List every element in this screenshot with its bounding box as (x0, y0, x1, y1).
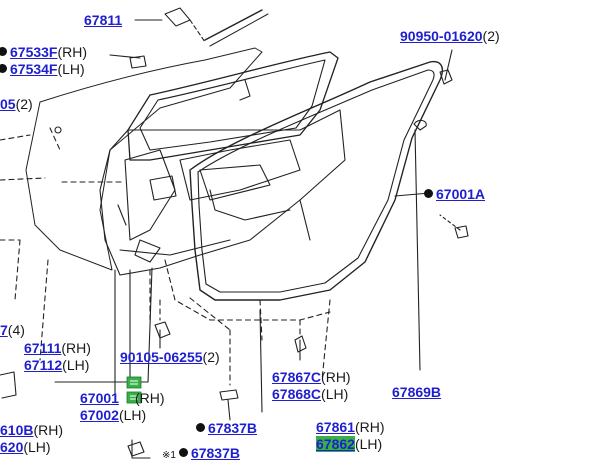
part-67811-shape (164, 7, 191, 27)
side-suffix: (LH) (57, 61, 85, 77)
part-67001a[interactable]: 67001A (424, 186, 485, 202)
inner-door-body (99, 109, 346, 276)
door-frame (127, 51, 339, 161)
bullet-icon (0, 64, 7, 73)
part-67112[interactable]: 67112(LH) (24, 357, 89, 373)
part-number[interactable]: 620 (0, 439, 24, 455)
quantity: (2) (15, 96, 33, 112)
part-620[interactable]: 620(LH) (0, 439, 51, 455)
part-number[interactable]: 67837B (190, 445, 240, 461)
part-7[interactable]: 7(4) (0, 322, 25, 338)
side-suffix: (RH) (321, 369, 351, 385)
side-suffix: (LH) (62, 357, 90, 373)
part-number[interactable]: 67002 (80, 407, 119, 423)
bullet-icon (178, 448, 188, 457)
part-67867c[interactable]: 67867C(RH) (272, 369, 351, 385)
part-67869b[interactable]: 67869B (392, 384, 441, 400)
part-number[interactable]: 67112 (24, 357, 63, 373)
part-67002[interactable]: 67002(LH) (80, 407, 146, 423)
part-number[interactable]: 67837B (208, 420, 258, 436)
part-67861[interactable]: 67861(RH) (316, 419, 384, 435)
part-90950-01620[interactable]: 90950-01620(2) (400, 28, 500, 44)
part-number[interactable]: 90950-01620 (400, 28, 483, 44)
side-suffix: (LH) (321, 386, 349, 402)
part-67811[interactable]: 67811 (84, 12, 122, 28)
part-number[interactable]: 90105-06255 (120, 349, 203, 365)
side-suffix: (LH) (23, 439, 51, 455)
part-67868c[interactable]: 67868C(LH) (272, 386, 348, 402)
part-number[interactable]: 05 (0, 96, 16, 112)
part-number[interactable]: 7 (0, 322, 8, 338)
part-number[interactable]: 610B (0, 422, 34, 438)
side-suffix: (RH) (61, 340, 91, 356)
note-icon-group[interactable] (126, 376, 142, 404)
part-number-highlighted[interactable]: 67862 (316, 436, 355, 452)
side-suffix: (LH) (354, 436, 383, 452)
part-number[interactable]: 67534F (10, 61, 58, 77)
part-number[interactable]: 67533F (10, 44, 58, 60)
bullet-icon (0, 47, 7, 56)
note-icon (126, 376, 142, 389)
part-67001[interactable]: 67001 (RH) (80, 390, 164, 406)
part-67837b-upper[interactable]: 67837B (196, 420, 257, 436)
quantity: (2) (482, 28, 500, 44)
part-67862[interactable]: 67862(LH) (316, 436, 382, 452)
part-90105-06255[interactable]: 90105-06255(2) (120, 349, 220, 365)
quantity: (2) (202, 349, 220, 365)
part-number[interactable]: 67001 (80, 390, 119, 406)
part-number[interactable]: 67867C (272, 369, 322, 385)
note-icon (126, 391, 142, 404)
part-number[interactable]: 67111 (24, 340, 62, 356)
side-suffix: (RH) (134, 390, 165, 406)
quantity: (4) (7, 322, 25, 338)
part-number[interactable]: 67001A (436, 186, 486, 202)
part-67533f[interactable]: 67533F(RH) (0, 44, 87, 60)
side-suffix: (RH) (354, 419, 385, 435)
part-number[interactable]: 67869B (392, 384, 442, 400)
part-number[interactable]: 67861 (316, 419, 355, 435)
part-67837b-lower[interactable]: ※1 67837B (162, 445, 240, 464)
side-suffix: (LH) (118, 407, 147, 423)
side-suffix: (RH) (33, 422, 64, 438)
part-67534f[interactable]: 67534F(LH) (0, 61, 85, 77)
bullet-icon (424, 189, 433, 198)
bullet-icon (196, 423, 205, 432)
outer-panel (25, 47, 263, 271)
part-610b[interactable]: 610B(RH) (0, 422, 63, 438)
side-suffix: (RH) (57, 44, 88, 60)
door-weatherstrip (189, 60, 444, 301)
part-number[interactable]: 67868C (272, 386, 322, 402)
part-number[interactable]: 67811 (84, 12, 123, 28)
part-67111[interactable]: 67111(RH) (24, 340, 91, 356)
note-marker: ※1 (162, 450, 176, 461)
part-05[interactable]: 05(2) (0, 96, 33, 112)
